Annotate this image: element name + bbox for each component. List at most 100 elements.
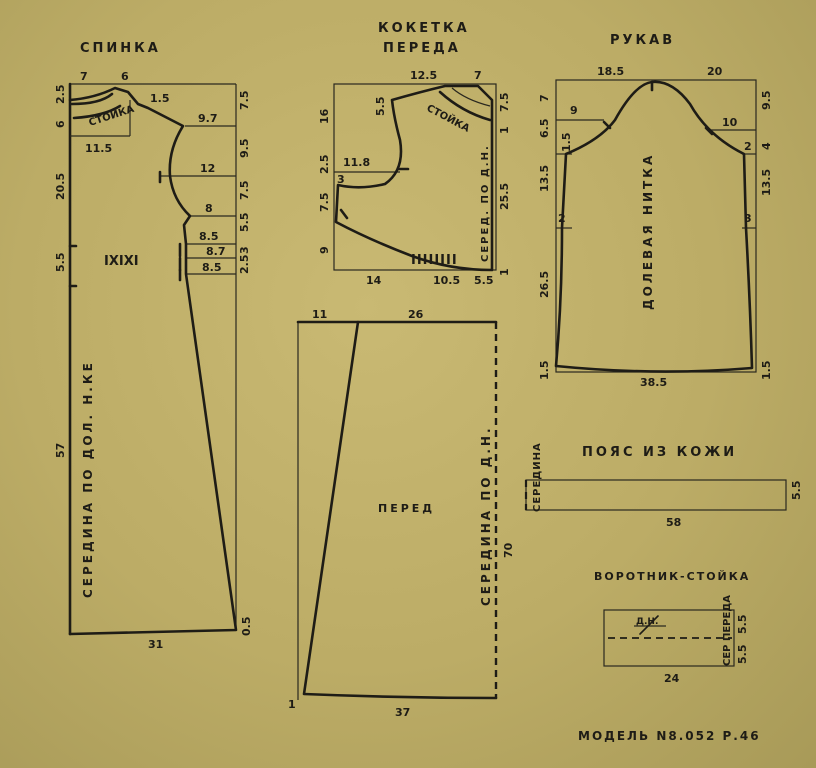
- sleeve-notch: [602, 120, 612, 130]
- back-dim: 8: [205, 202, 213, 215]
- yoke-dim: 1: [498, 268, 511, 276]
- sleeve-dim: 2: [558, 212, 566, 225]
- yoke-frame: [333, 83, 497, 271]
- sleeve-title: РУКАВ: [610, 33, 675, 48]
- back-dim: 2.5: [238, 255, 251, 275]
- front-center-label: СЕРЕДИНА ПО Д.Н.: [479, 425, 493, 606]
- model-caption: МОДЕЛЬ N8.052 Р.46: [578, 729, 761, 743]
- yoke-notch: [339, 208, 349, 220]
- front-outline: [302, 320, 498, 700]
- sleeve-dim: 2: [744, 140, 752, 153]
- yoke-dim: 3: [337, 173, 345, 186]
- yoke-outline: [334, 84, 494, 272]
- sleeve-dim: 4: [760, 142, 773, 150]
- back-dim: 1.5: [150, 92, 170, 105]
- back-left-dims: 2.5 6 20.5 5.5 57: [54, 85, 67, 459]
- yoke-collar-curve: [438, 90, 492, 122]
- sleeve-piece: РУКАВ 18.5 20 9 10 2 2 3 38.5 7 6.5 1.5 …: [538, 33, 773, 389]
- yoke-left-dims: 16 2.5 7.5 9: [318, 108, 331, 254]
- belt-title: ПОЯС ИЗ КОЖИ: [582, 445, 737, 460]
- yoke-title-line1: КОКЕТКА: [378, 21, 470, 36]
- sleeve-dim: 13.5: [760, 169, 773, 196]
- collar-dn-label: Д.Н.: [636, 617, 658, 627]
- sleeve-dim: 3: [744, 212, 752, 225]
- back-dim: 9.5: [238, 139, 251, 159]
- sleeve-outline: [554, 80, 754, 373]
- back-dim: 31: [148, 638, 163, 651]
- yoke-dim: 10.5: [433, 274, 460, 287]
- collar-dim: 5.5: [736, 645, 749, 665]
- yoke-dim: 5.5: [474, 274, 494, 287]
- belt-piece: ПОЯС ИЗ КОЖИ СЕРЕДИНА 58 5.5: [524, 442, 803, 529]
- sleeve-dim: 6.5: [538, 119, 551, 139]
- back-dim: 6: [121, 70, 129, 83]
- sleeve-dim: 9: [570, 104, 578, 117]
- yoke-dim: 2.5: [318, 155, 331, 175]
- back-dim: 57: [54, 443, 67, 458]
- belt-rect: [525, 479, 787, 511]
- back-dim: 11.5: [85, 142, 112, 155]
- collar-dim: 5.5: [736, 615, 749, 635]
- back-button-marks: IXIXI: [104, 254, 139, 269]
- yoke-dim: 14: [366, 274, 382, 287]
- collar-grain-mark: [639, 615, 659, 635]
- yoke-piece: КОКЕТКА ПЕРЕДА IIIIIIII 12.5 7 11.8 3 14…: [318, 21, 511, 287]
- sleeve-grain-label: ДОЛЕВАЯ НИТКА: [641, 153, 655, 310]
- front-dim: 70: [502, 542, 515, 558]
- back-dim: 0.5: [240, 617, 253, 637]
- sleeve-dim: 9.5: [760, 91, 773, 111]
- yoke-dim: 11.8: [343, 156, 370, 169]
- collar-center-label: СЕР ПЕРЕДА: [722, 595, 733, 666]
- back-dim: 5.5: [238, 213, 251, 233]
- yoke-right-dims: 7.5 1 25.5 1: [498, 93, 511, 277]
- yoke-dim: 9: [318, 246, 331, 254]
- back-collar-curve: [72, 104, 122, 120]
- back-dim: 5.5: [54, 253, 67, 273]
- front-dim: 11: [312, 308, 327, 321]
- yoke-center-label: СЕРЕД. ПО Д.Н.: [480, 144, 491, 262]
- back-title: СПИНКА: [80, 41, 161, 56]
- back-dim: 7.5: [238, 181, 251, 201]
- sleeve-dim: 20: [707, 65, 723, 78]
- sleeve-dim: 13.5: [538, 165, 551, 192]
- back-stoyka-label: СТОЙКА: [87, 102, 136, 129]
- sleeve-right-dims: 9.5 4 13.5 1.5: [760, 91, 773, 381]
- back-dim: 7.5: [238, 91, 251, 111]
- back-dim: 20.5: [54, 173, 67, 200]
- collar-rect: [603, 609, 735, 667]
- sleeve-dim: 1.5: [760, 361, 773, 381]
- yoke-neck-curve: [451, 87, 491, 107]
- collar-dim: 24: [664, 672, 680, 685]
- sleeve-dim: 7: [538, 94, 551, 102]
- sleeve-dim: 1.5: [560, 133, 573, 153]
- yoke-dim: 5.5: [374, 97, 387, 117]
- front-dim: 26: [408, 308, 424, 321]
- back-piece: СПИНКА IXIXI 7 6 1.5 11.5 9.7 12 8 8.5 8: [54, 41, 253, 651]
- back-right-dims: 7.5 9.5 7.5 5.5 3 2.5 0.5: [238, 91, 253, 637]
- back-dim: 8.5: [202, 261, 222, 274]
- collar-piece: ВОРОТНИК-СТОЙКА Д.Н. СЕР ПЕРЕДА 5.5 5.5 …: [594, 570, 750, 685]
- belt-dim: 58: [666, 516, 681, 529]
- back-dim: 12: [200, 162, 215, 175]
- yoke-stoyka-label: СТОЙКА: [425, 101, 473, 135]
- back-dim: 3: [238, 246, 251, 254]
- sleeve-dim: 18.5: [597, 65, 624, 78]
- sleeve-dim: 10: [722, 116, 738, 129]
- back-dim: 8.5: [199, 230, 219, 243]
- yoke-dim: 12.5: [410, 69, 437, 82]
- belt-dim: 5.5: [790, 481, 803, 501]
- sleeve-notch: [704, 126, 714, 136]
- yoke-dim: 7: [474, 69, 482, 82]
- back-neck-curve: [70, 92, 114, 106]
- collar-title: ВОРОТНИК-СТОЙКА: [594, 570, 750, 583]
- sleeve-left-dims: 7 6.5 1.5 13.5 26.5 1.5: [538, 94, 573, 380]
- back-outline: [68, 86, 238, 636]
- sleeve-dim: 1.5: [538, 361, 551, 381]
- belt-center-label: СЕРЕДИНА: [532, 442, 543, 512]
- sleeve-dim: 38.5: [640, 376, 667, 389]
- back-dim: 6: [54, 120, 67, 128]
- yoke-gathers: IIIIIIII: [411, 253, 458, 268]
- yoke-dim: 1: [498, 126, 511, 134]
